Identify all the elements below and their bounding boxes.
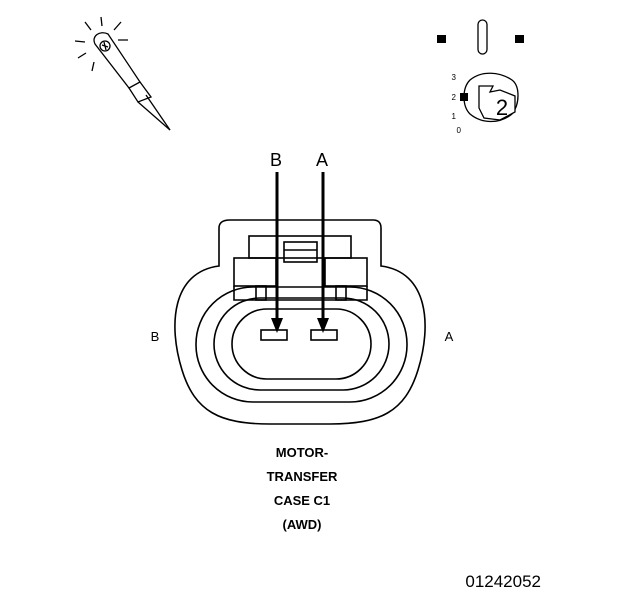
terminal-cavity-b xyxy=(260,329,288,341)
connector-name-line-2: TRANSFER xyxy=(267,469,338,484)
ignition-key-icon: 3 2 1 0 2 xyxy=(437,19,524,135)
key-position-3: 3 xyxy=(452,73,457,82)
connector-name-line-3: CASE C1 xyxy=(274,493,330,508)
terminal-label-b: B xyxy=(270,150,282,170)
terminal-arrow-b xyxy=(271,172,283,333)
connector-body xyxy=(174,219,426,425)
side-label-b: B xyxy=(151,329,160,344)
connector-name-line-1: MOTOR- xyxy=(276,445,328,460)
reference-number: 01242052 xyxy=(465,572,541,591)
key-position-0: 0 xyxy=(457,126,462,135)
terminal-label-a: A xyxy=(316,150,328,170)
terminal-cavity-a xyxy=(310,329,338,341)
terminal-arrow-a xyxy=(317,172,329,333)
key-position-2: 2 xyxy=(452,93,457,102)
key-selected-position: 2 xyxy=(496,95,508,120)
connector-name: MOTOR- TRANSFER CASE C1 (AWD) xyxy=(267,445,338,532)
key-position-1: 1 xyxy=(452,112,457,121)
connector-name-line-4: (AWD) xyxy=(283,517,322,532)
test-probe-icon xyxy=(74,16,171,131)
side-label-a: A xyxy=(445,329,454,344)
